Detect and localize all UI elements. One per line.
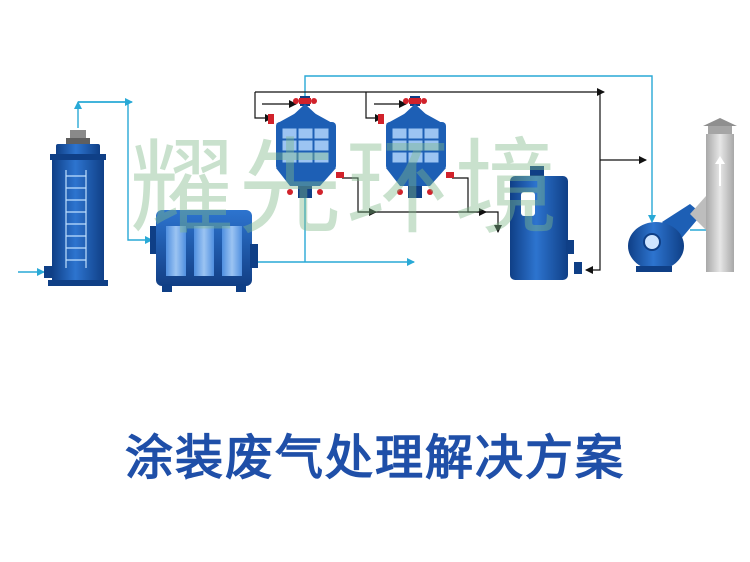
bypass-line-left-bed2 [365, 92, 383, 122]
filter-box-icon [150, 210, 258, 292]
bypass-line-bed1-bottom [342, 177, 377, 216]
valve-icon [268, 98, 344, 195]
main-flow-lines [18, 75, 708, 276]
spray-tower-icon [44, 130, 108, 286]
chimney-stack-icon [690, 118, 737, 272]
bypass-line-bed2-bottom [452, 177, 487, 216]
page-title: 涂装废气处理解决方案 [124, 430, 625, 486]
flow-line-down-to-filter [127, 102, 153, 244]
bypass-line-left-bed1 [254, 92, 273, 122]
catalytic-combustor-icon [510, 166, 582, 280]
bypass-line-right-riser [585, 92, 601, 274]
adsorption-bed-icon [276, 96, 336, 198]
adsorption-bed-icon [386, 96, 446, 198]
valve-icon [378, 98, 454, 195]
regeneration-lines [254, 88, 647, 274]
flow-line-top-header [304, 75, 656, 223]
bypass-line-to-combustor [358, 211, 502, 233]
